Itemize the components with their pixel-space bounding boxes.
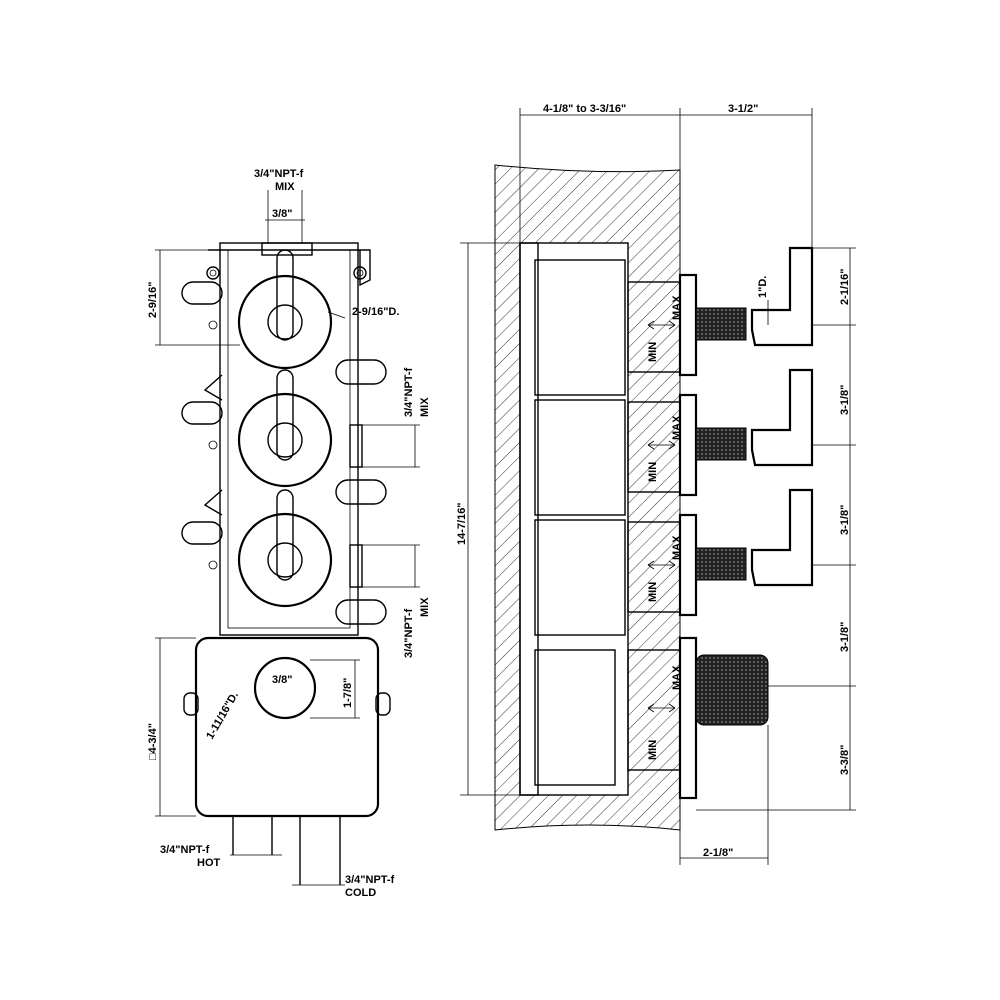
side-outlet-upper	[349, 424, 363, 468]
box-size-label: □4-3/4"	[147, 723, 159, 760]
wall-depth-label: 4-1/8" to 3-3/16"	[543, 103, 626, 115]
side-dimension-lines	[460, 108, 856, 865]
thermostat-box	[194, 636, 380, 818]
mounting-tabs-left	[181, 281, 223, 570]
mount-plate-side	[519, 242, 539, 796]
lever-handle	[276, 249, 294, 341]
mount-hole	[353, 266, 367, 280]
side-outlet-lower-thread: 3/4"NPT-f	[403, 608, 415, 658]
top-mount-plate	[208, 249, 371, 287]
side-outlet-lower	[349, 544, 363, 588]
spacing-2-label: 3-1/8"	[839, 505, 851, 535]
top-outlet-dimension-label: 3/8"	[272, 208, 293, 220]
knob-height-label: 1-7/8"	[342, 678, 354, 708]
lever-gap-label: 1"D.	[757, 276, 769, 298]
front-view: 3/4"NPT-f MIX 3/8" 2-9/16" 2-9/16"D. 3/4…	[147, 168, 431, 899]
knurled-handle-2	[695, 427, 747, 461]
rosette-diameter-label: 2-9/16"D.	[352, 306, 399, 318]
lever-3	[750, 488, 814, 587]
top-outlet-function-label: MIX	[275, 181, 295, 193]
knurled-handle-3	[695, 547, 747, 581]
knob-diameter-label: 1-11/16"D.	[204, 690, 241, 742]
knob-offset-label: 3/8"	[272, 674, 293, 686]
front-dimension-lines	[155, 190, 420, 886]
min-label: MIN	[647, 582, 659, 602]
min-max-arrows	[647, 320, 676, 713]
lever-handle	[276, 369, 294, 461]
max-label: MAX	[671, 665, 683, 690]
spacing-1-label: 3-1/8"	[839, 385, 851, 415]
projection-label: 3-1/2"	[728, 103, 758, 115]
thermostat-knurled-knob	[695, 654, 769, 726]
lever-1	[750, 246, 814, 347]
body-section	[534, 259, 626, 396]
module-1	[237, 249, 333, 370]
hot-inlet-function-label: HOT	[197, 857, 221, 869]
trim-plate	[678, 273, 698, 377]
side-view: 4-1/8" to 3-3/16" 3-1/2" 14-7/16" 2-1/16…	[456, 103, 856, 865]
rosette	[237, 512, 333, 608]
knob-projection-label: 2-1/8"	[703, 847, 733, 859]
min-label: MIN	[647, 462, 659, 482]
spacing-3-label: 3-1/8"	[839, 622, 851, 652]
module-3	[237, 489, 333, 608]
lever-handle	[276, 489, 294, 581]
side-outlet-upper-thread: 3/4"NPT-f	[403, 367, 415, 417]
side-outlet-upper-function: MIX	[419, 397, 431, 417]
rosette	[237, 274, 333, 370]
bottom-spacing-label: 3-3/8"	[839, 745, 851, 775]
rosette	[237, 392, 333, 488]
cold-inlet-thread-label: 3/4"NPT-f	[345, 874, 395, 886]
min-label: MIN	[647, 740, 659, 760]
side-outlet-lower-function: MIX	[419, 597, 431, 617]
wall-cavity	[519, 242, 629, 796]
module-2	[237, 369, 333, 488]
knurled-handle-1	[695, 307, 747, 341]
module-spacing-label: 2-9/16"	[147, 282, 159, 318]
lever-2	[750, 368, 814, 467]
cold-inlet-function-label: COLD	[345, 887, 376, 899]
lever-height-label: 2-1/16"	[839, 269, 851, 305]
hot-inlet-thread-label: 3/4"NPT-f	[160, 844, 210, 856]
top-outlet-thread-label: 3/4"NPT-f	[254, 168, 304, 180]
mount-hole	[206, 266, 220, 280]
top-outlet-port	[261, 242, 313, 256]
thermostat-knob	[253, 656, 317, 720]
min-label: MIN	[647, 342, 659, 362]
max-label: MAX	[671, 295, 683, 320]
max-label: MAX	[671, 415, 683, 440]
max-label: MAX	[671, 535, 683, 560]
mounting-tabs-right	[335, 359, 387, 625]
total-height-label: 14-7/16"	[456, 502, 468, 545]
